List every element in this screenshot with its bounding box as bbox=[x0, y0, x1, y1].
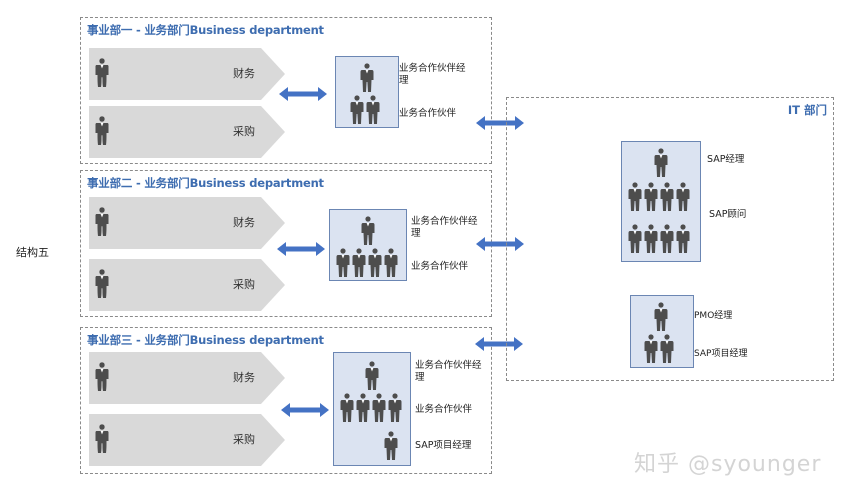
person-icon bbox=[676, 182, 690, 211]
role-label: SAP经理 bbox=[707, 154, 745, 165]
person-icon bbox=[350, 95, 364, 124]
role-label: 业务合作伙伴 bbox=[411, 261, 469, 272]
watermark: 知乎 @syounger bbox=[634, 452, 822, 477]
person-icon bbox=[654, 148, 668, 177]
chevron-shape bbox=[89, 197, 285, 249]
role-label: 业务合作伙伴经理 bbox=[399, 63, 466, 86]
double-arrow-icon bbox=[279, 87, 327, 101]
person-icon bbox=[95, 58, 109, 87]
person-icon bbox=[628, 182, 642, 211]
person-icon bbox=[365, 361, 379, 390]
structure-label: 结构五 bbox=[16, 246, 49, 259]
people-row bbox=[628, 182, 690, 212]
function-label: 采购 bbox=[233, 125, 255, 138]
person-icon bbox=[644, 182, 658, 211]
person-icon bbox=[95, 362, 109, 391]
people-row bbox=[654, 302, 668, 332]
role-label: SAP项目经理 bbox=[694, 349, 748, 359]
person-icon bbox=[95, 116, 109, 145]
chevron-shape bbox=[89, 352, 285, 404]
sap-team-box bbox=[621, 141, 701, 262]
person-icon bbox=[95, 207, 109, 236]
department-title: 事业部三 - 业务部门Business department bbox=[87, 333, 324, 347]
role-label: 业务合作伙伴经理 bbox=[415, 360, 482, 383]
pmo-box bbox=[630, 295, 694, 368]
person-icon bbox=[628, 224, 642, 253]
people-row bbox=[336, 248, 398, 278]
person-icon bbox=[340, 393, 354, 422]
chevron-shape bbox=[89, 48, 285, 100]
double-arrow-icon bbox=[281, 403, 329, 417]
person-icon bbox=[95, 424, 109, 453]
double-arrow-icon bbox=[277, 242, 325, 256]
chevron-shape bbox=[89, 414, 285, 466]
function-label: 财务 bbox=[233, 371, 255, 384]
people-row bbox=[384, 431, 398, 461]
business-department-1: 事业部一 - 业务部门Business department 财务 采购 业务合… bbox=[80, 17, 492, 164]
role-label: SAP项目经理 bbox=[415, 440, 472, 451]
person-icon bbox=[388, 393, 402, 422]
chevron-shape bbox=[89, 106, 285, 158]
person-icon bbox=[366, 95, 380, 124]
people-row bbox=[654, 148, 668, 178]
function-procurement: 采购 bbox=[89, 106, 285, 158]
person-icon bbox=[660, 182, 674, 211]
person-icon bbox=[644, 334, 658, 363]
people-row bbox=[340, 393, 402, 423]
person-icon bbox=[660, 334, 674, 363]
person-icon bbox=[676, 224, 690, 253]
function-procurement: 采购 bbox=[89, 414, 285, 466]
person-icon bbox=[384, 248, 398, 277]
double-arrow-icon bbox=[475, 337, 523, 351]
department-title: 事业部二 - 业务部门Business department bbox=[87, 176, 324, 190]
person-icon bbox=[336, 248, 350, 277]
function-label: 采购 bbox=[233, 433, 255, 446]
person-icon bbox=[644, 224, 658, 253]
role-label: 业务合作伙伴 bbox=[415, 404, 473, 415]
partner-box bbox=[329, 209, 407, 281]
person-icon bbox=[654, 302, 668, 331]
double-arrow-icon bbox=[476, 237, 524, 251]
it-department: IT 部门 SAP经理 SAP顾问 PMO经理 SAP项目经理 bbox=[506, 97, 834, 381]
function-label: 财务 bbox=[233, 216, 255, 229]
it-department-title: IT 部门 bbox=[787, 103, 827, 117]
people-row bbox=[628, 224, 690, 254]
function-finance: 财务 bbox=[89, 197, 285, 249]
business-department-3: 事业部三 - 业务部门Business department 财务 采购 业务合… bbox=[80, 327, 492, 474]
role-label: 业务合作伙伴经理 bbox=[411, 216, 478, 239]
person-icon bbox=[368, 248, 382, 277]
people-row bbox=[644, 334, 674, 364]
function-finance: 财务 bbox=[89, 352, 285, 404]
business-department-2: 事业部二 - 业务部门Business department 财务 采购 业务合… bbox=[80, 170, 492, 317]
function-finance: 财务 bbox=[89, 48, 285, 100]
role-label: 业务合作伙伴 bbox=[399, 108, 457, 119]
people-row bbox=[361, 216, 375, 246]
chevron-shape bbox=[89, 259, 285, 311]
person-icon bbox=[372, 393, 386, 422]
person-icon bbox=[95, 269, 109, 298]
person-icon bbox=[356, 393, 370, 422]
people-row bbox=[350, 95, 380, 125]
partner-box bbox=[335, 56, 399, 128]
function-label: 财务 bbox=[233, 67, 255, 80]
person-icon bbox=[361, 216, 375, 245]
person-icon bbox=[384, 431, 398, 460]
department-title: 事业部一 - 业务部门Business department bbox=[87, 23, 324, 37]
partner-box bbox=[333, 352, 411, 466]
role-label: SAP顾问 bbox=[709, 209, 747, 220]
person-icon bbox=[352, 248, 366, 277]
double-arrow-icon bbox=[476, 116, 524, 130]
function-label: 采购 bbox=[233, 278, 255, 291]
people-row bbox=[365, 361, 379, 391]
role-label: PMO经理 bbox=[694, 311, 733, 321]
function-procurement: 采购 bbox=[89, 259, 285, 311]
person-icon bbox=[660, 224, 674, 253]
people-row bbox=[360, 63, 374, 93]
person-icon bbox=[360, 63, 374, 92]
